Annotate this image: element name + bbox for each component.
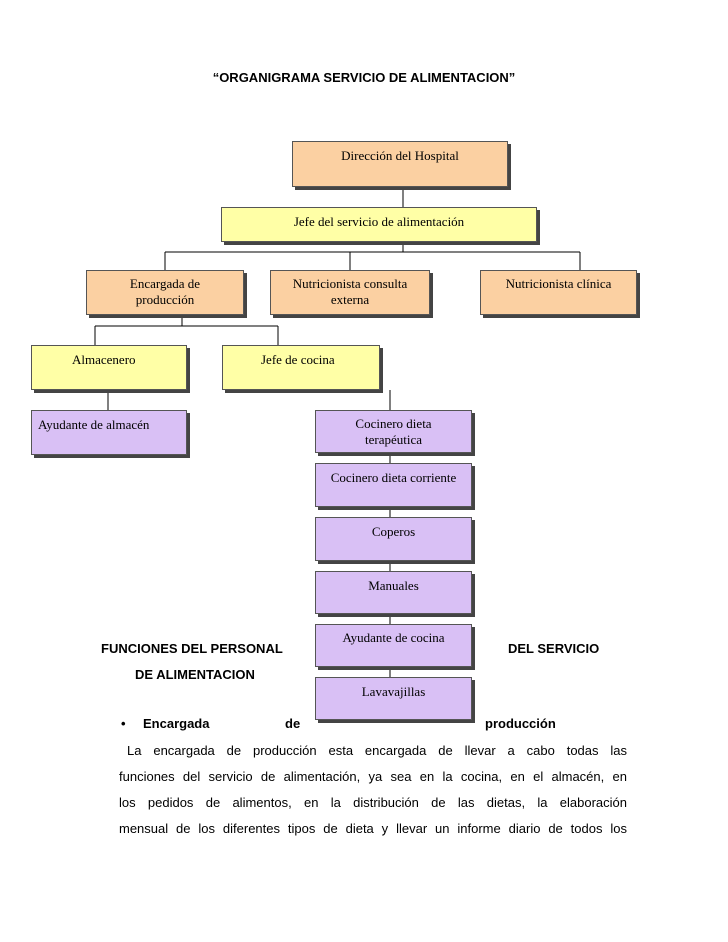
section-heading-part2: DEL SERVICIO [508,641,600,656]
box-cocinero-terapeutica: Cocinero dieta terapéutica [315,410,472,453]
bullet-word-produccion: producción [485,716,556,731]
box-encargada-produccion: Encargada de producción [86,270,244,315]
box-lavavajillas: Lavavajillas [315,677,472,720]
box-direccion-hospital-label: Dirección del Hospital [341,148,459,163]
box-encargada-line2: producción [135,292,195,307]
box-nutri-clinica-label: Nutricionista clínica [505,276,612,291]
paragraph-encargada: La encargada de producción esta encargad… [119,738,627,842]
box-almacenero: Almacenero [31,345,187,390]
box-jefe-servicio: Jefe del servicio de alimentación [221,207,537,242]
box-jefe-servicio-label: Jefe del servicio de alimentación [293,214,465,229]
box-almacenero-label: Almacenero [72,352,136,367]
box-ayudante-cocina-label: Ayudante de cocina [342,630,445,645]
box-nutricionista-clinica: Nutricionista clínica [480,270,637,315]
paragraph-line: funciones del servicio de alimentación, … [119,769,627,784]
paragraph-line: mensual de los diferentes tipos de dieta… [119,821,627,836]
box-ayudante-almacen-label: Ayudante de almacén [38,417,150,432]
box-ayudante-cocina: Ayudante de cocina [315,624,472,667]
paragraph-line: La encargada de producción esta encargad… [127,743,627,758]
box-jefe-cocina-label: Jefe de cocina [261,352,335,367]
paragraph-line: los pedidos de alimentos, en la distribu… [119,795,627,810]
box-cocinero-terapeutica-line2: terapéutica [364,432,422,447]
box-manuales-label: Manuales [368,578,419,593]
box-cocinero-corriente: Cocinero dieta corriente [315,463,472,507]
box-lavavajillas-label: Lavavajillas [361,684,426,699]
section-heading-part3: DE ALIMENTACION [135,667,255,682]
box-direccion-hospital: Dirección del Hospital [292,141,508,187]
box-manuales: Manuales [315,571,472,614]
box-cocinero-terapeutica-line1: Cocinero dieta [355,416,432,431]
box-encargada-line1: Encargada de [129,276,201,291]
bullet-marker: • [121,716,126,731]
box-ayudante-almacen: Ayudante de almacén [31,410,187,455]
box-jefe-cocina: Jefe de cocina [222,345,380,390]
box-coperos-label: Coperos [371,524,416,539]
box-cocinero-corriente-label: Cocinero dieta corriente [330,470,457,485]
document-title: “ORGANIGRAMA SERVICIO DE ALIMENTACION” [212,70,516,85]
section-heading-part1: FUNCIONES DEL PERSONAL [101,641,283,656]
box-nutri-consulta-line1: Nutricionista consulta [292,276,408,291]
box-nutricionista-consulta: Nutricionista consulta externa [270,270,430,315]
box-coperos: Coperos [315,517,472,561]
bullet-word-de: de [285,716,301,731]
bullet-word-encargada: Encargada [143,716,210,731]
box-nutri-consulta-line2: externa [330,292,370,307]
